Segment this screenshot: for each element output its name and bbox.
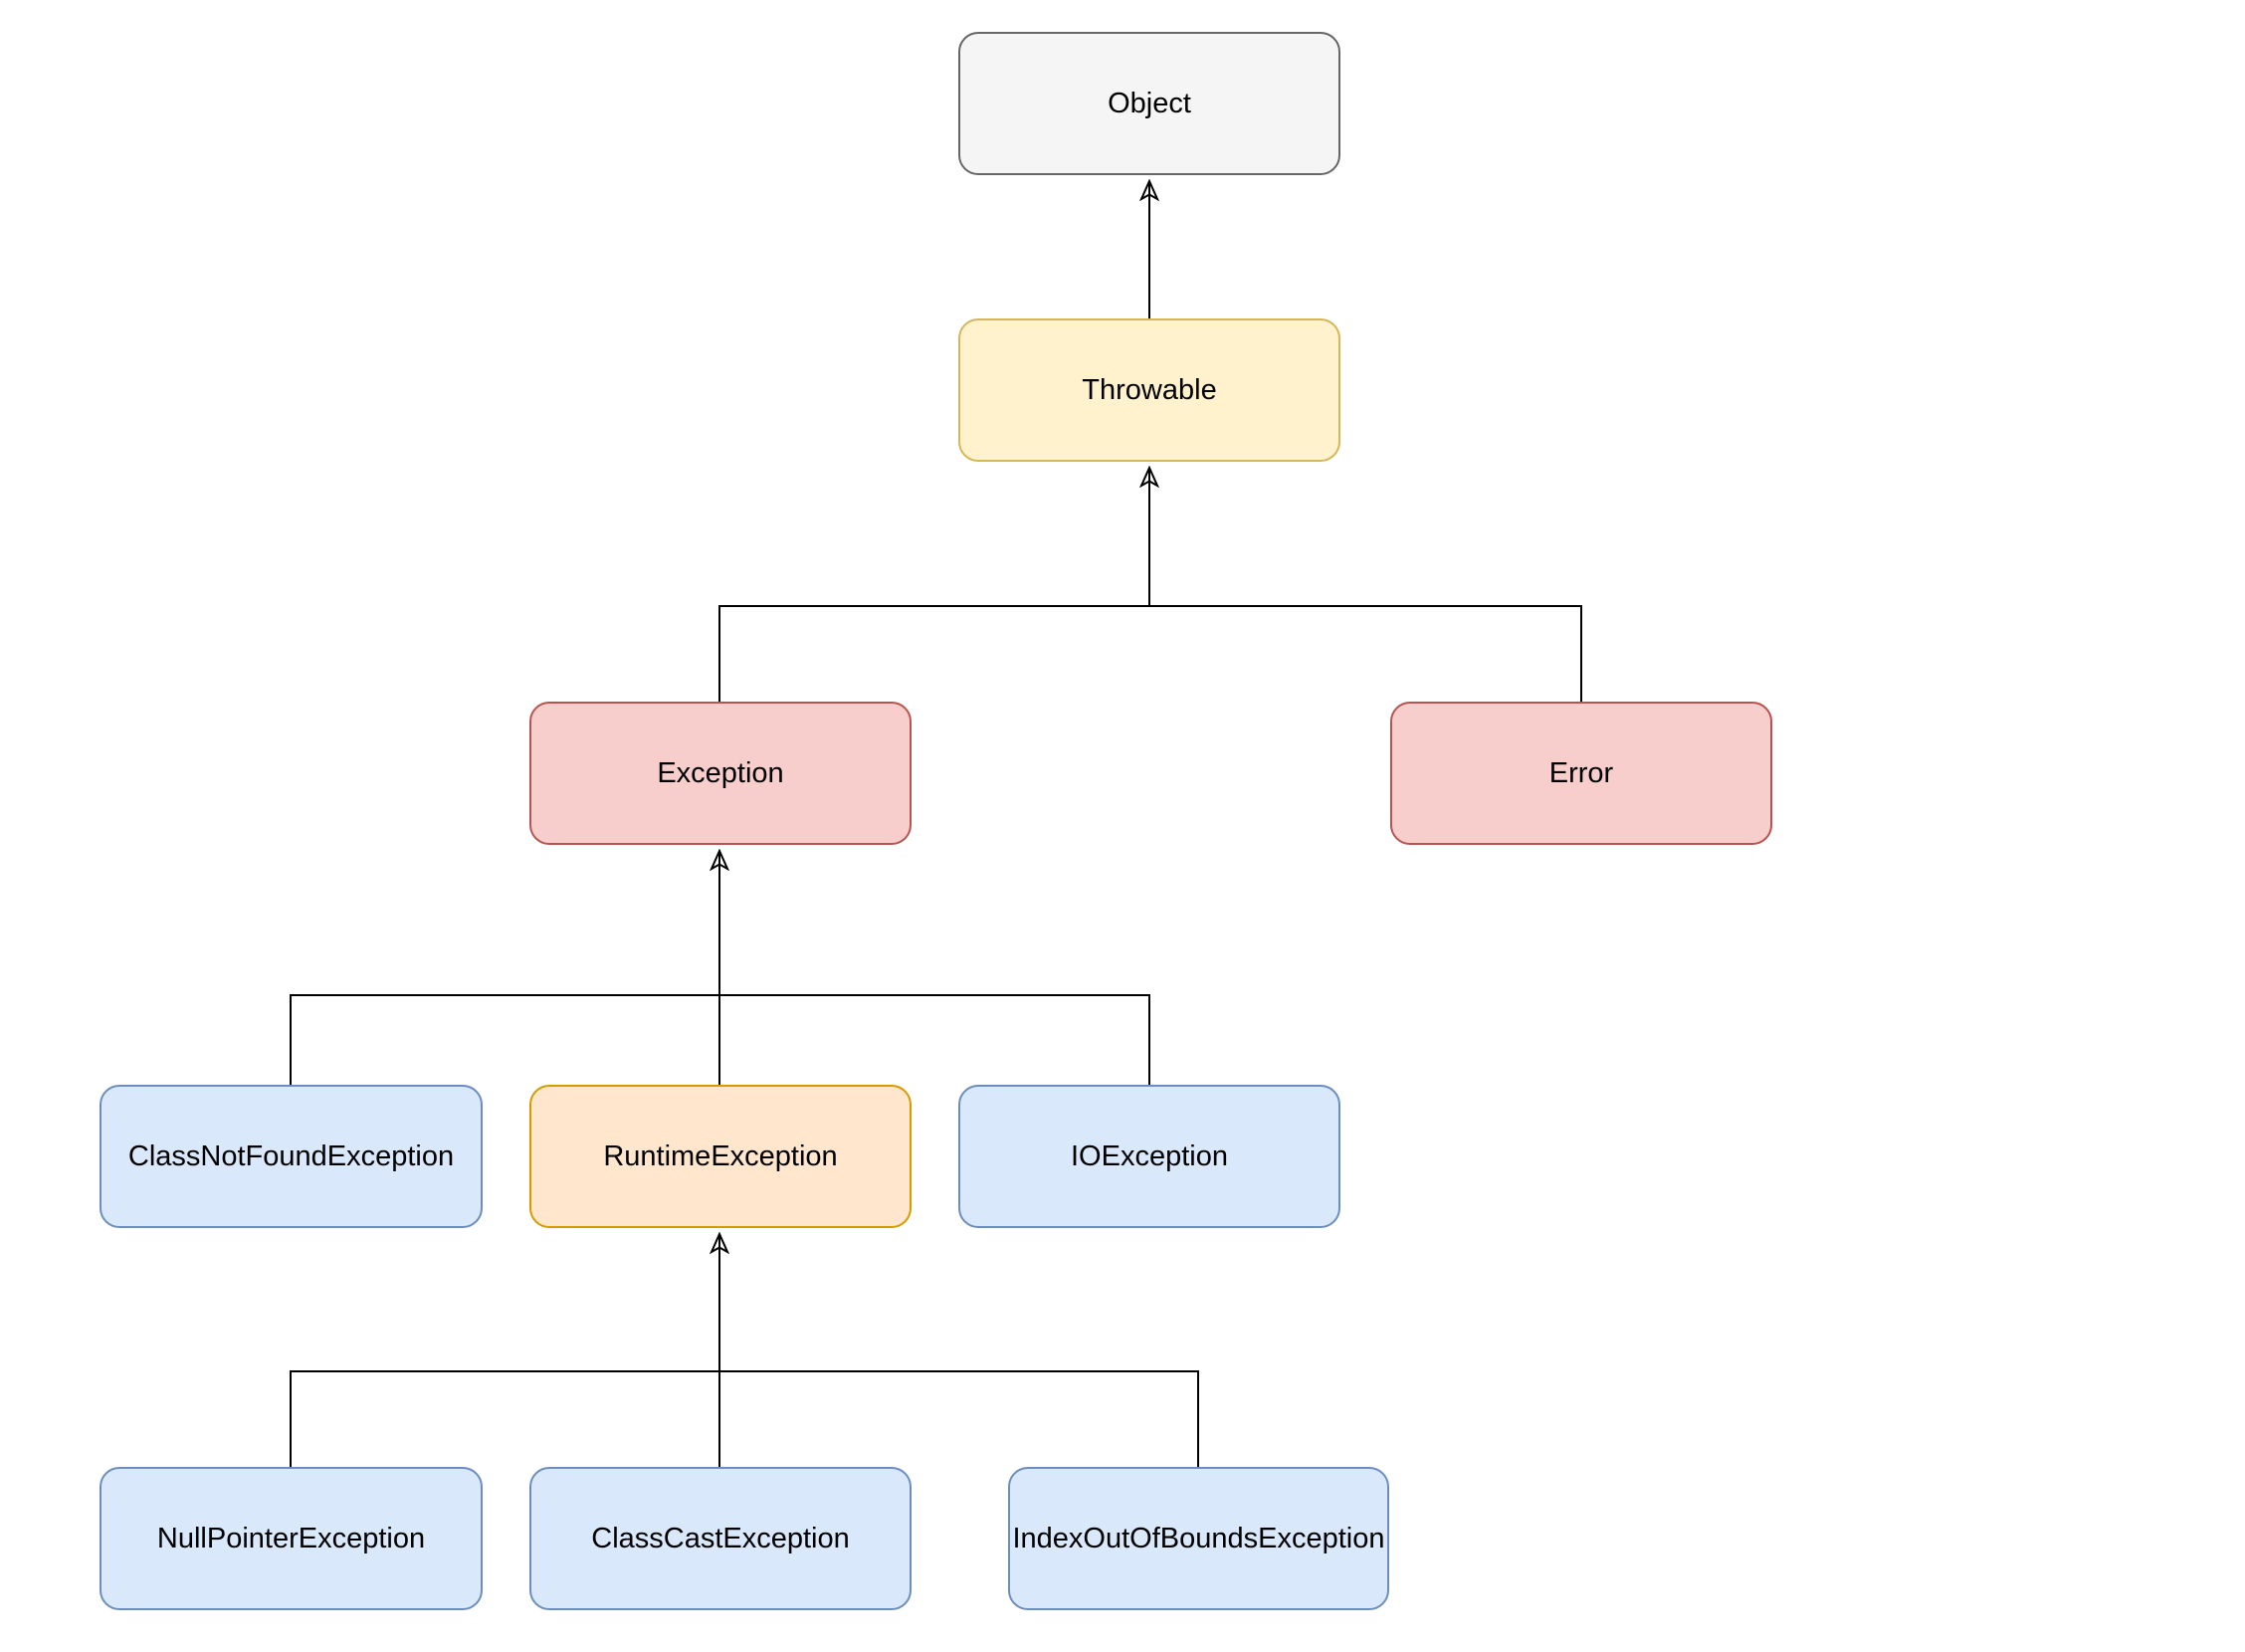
node-class-cast-exception[interactable]: ClassCastException (529, 1467, 912, 1610)
node-null-pointer-exception[interactable]: NullPointerException (100, 1467, 483, 1610)
node-runtime-exception[interactable]: RuntimeException (529, 1085, 912, 1228)
node-throwable[interactable]: Throwable (958, 318, 1340, 462)
node-class-not-found-exception-label: ClassNotFoundException (127, 1139, 455, 1172)
node-error-label: Error (1548, 756, 1614, 789)
node-io-exception[interactable]: IOException (958, 1085, 1340, 1228)
node-class-cast-exception-label: ClassCastException (591, 1522, 850, 1554)
edge-bracket-runtime-children (290, 1370, 1199, 1467)
node-null-pointer-exception-label: NullPointerException (156, 1522, 426, 1554)
node-error[interactable]: Error (1390, 702, 1772, 845)
edge-bracket-exception-error (718, 605, 1582, 702)
node-index-out-of-bounds-exception-label: IndexOutOfBoundsException (1012, 1522, 1385, 1554)
node-class-not-found-exception[interactable]: ClassNotFoundException (100, 1085, 483, 1228)
node-exception-label: Exception (657, 756, 784, 789)
node-object-label: Object (1108, 87, 1191, 119)
node-object[interactable]: Object (958, 32, 1340, 175)
node-io-exception-label: IOException (1071, 1139, 1228, 1172)
node-exception[interactable]: Exception (529, 702, 912, 845)
node-runtime-exception-label: RuntimeException (603, 1139, 838, 1172)
node-throwable-label: Throwable (1082, 373, 1217, 406)
node-index-out-of-bounds-exception[interactable]: IndexOutOfBoundsException (1008, 1467, 1389, 1610)
